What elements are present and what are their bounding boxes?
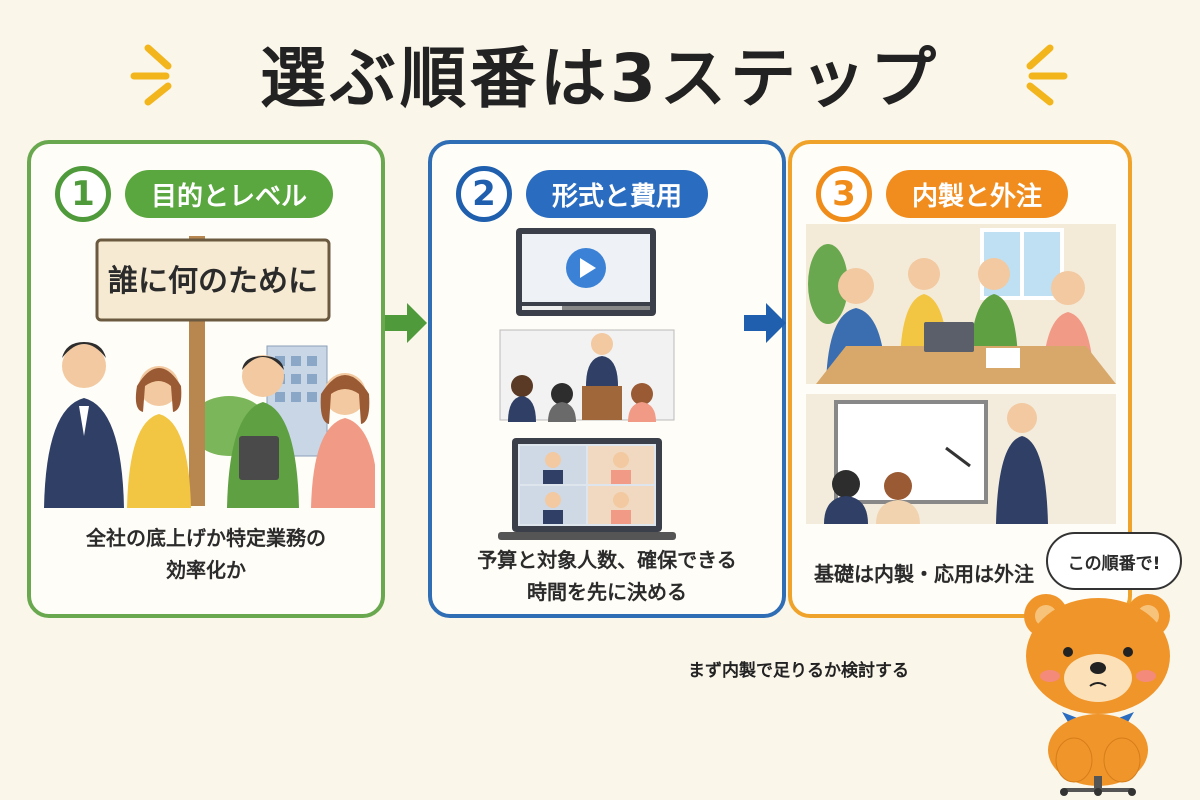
emphasis-burst-icon [130,44,172,106]
sign-text: 誰に何のために [108,264,318,299]
page-title: 選ぶ順番は3ステップ [260,40,940,117]
caption-line: 基礎は内製・応用は外注 [814,562,1034,586]
step-number: 1 [55,166,111,222]
bear-mascot-icon [1024,594,1170,796]
inhouse-meeting-icon [806,224,1116,384]
training-formats-illustration [498,228,676,540]
arrow-right-icon [383,300,429,346]
caption-line: 全社の底上げか特定業務の [86,526,326,550]
step-label: 内製と外注 [886,170,1069,218]
step-caption: 全社の底上げか特定業務の 効率化か [31,522,381,586]
seminar-icon [499,329,675,422]
arrow-right-icon [742,300,788,346]
step-header: 3 内製と外注 [816,166,1069,222]
outsourced-lecture-icon [806,394,1116,524]
speech-bubble: この順番で! [1046,532,1182,590]
bubble-text: この順番で! [1067,553,1161,574]
mascot-note: まず内製で足りるか検討する [688,661,909,681]
step-panel-1: 1 目的とレベル 誰に何のために 全社の [27,140,385,618]
step-label: 目的とレベル [125,170,334,218]
step-caption: 予算と対象人数、確保できる 時間を先に決める [432,544,782,608]
caption-line: 時間を先に決める [527,580,687,604]
step-caption: 基礎は内製・応用は外注 [792,558,1128,590]
step-label: 形式と費用 [526,170,709,218]
step-header: 2 形式と費用 [456,166,709,222]
caption-line: 予算と対象人数、確保できる [477,548,737,572]
emphasis-burst-icon [1026,44,1068,106]
step-header: 1 目的とレベル [55,166,334,222]
caption-line: 効率化か [166,558,246,582]
inhouse-vs-outsourcing-illustration [806,224,1116,524]
online-meeting-icon [498,438,676,540]
people-thinking-illustration: 誰に何のために [44,236,375,508]
step-panel-2: 2 形式と費用 [428,140,786,618]
step-number: 2 [456,166,512,222]
step-number: 3 [816,166,872,222]
title-area: 選ぶ順番は3ステップ [0,28,1200,118]
video-player-icon [516,228,656,316]
